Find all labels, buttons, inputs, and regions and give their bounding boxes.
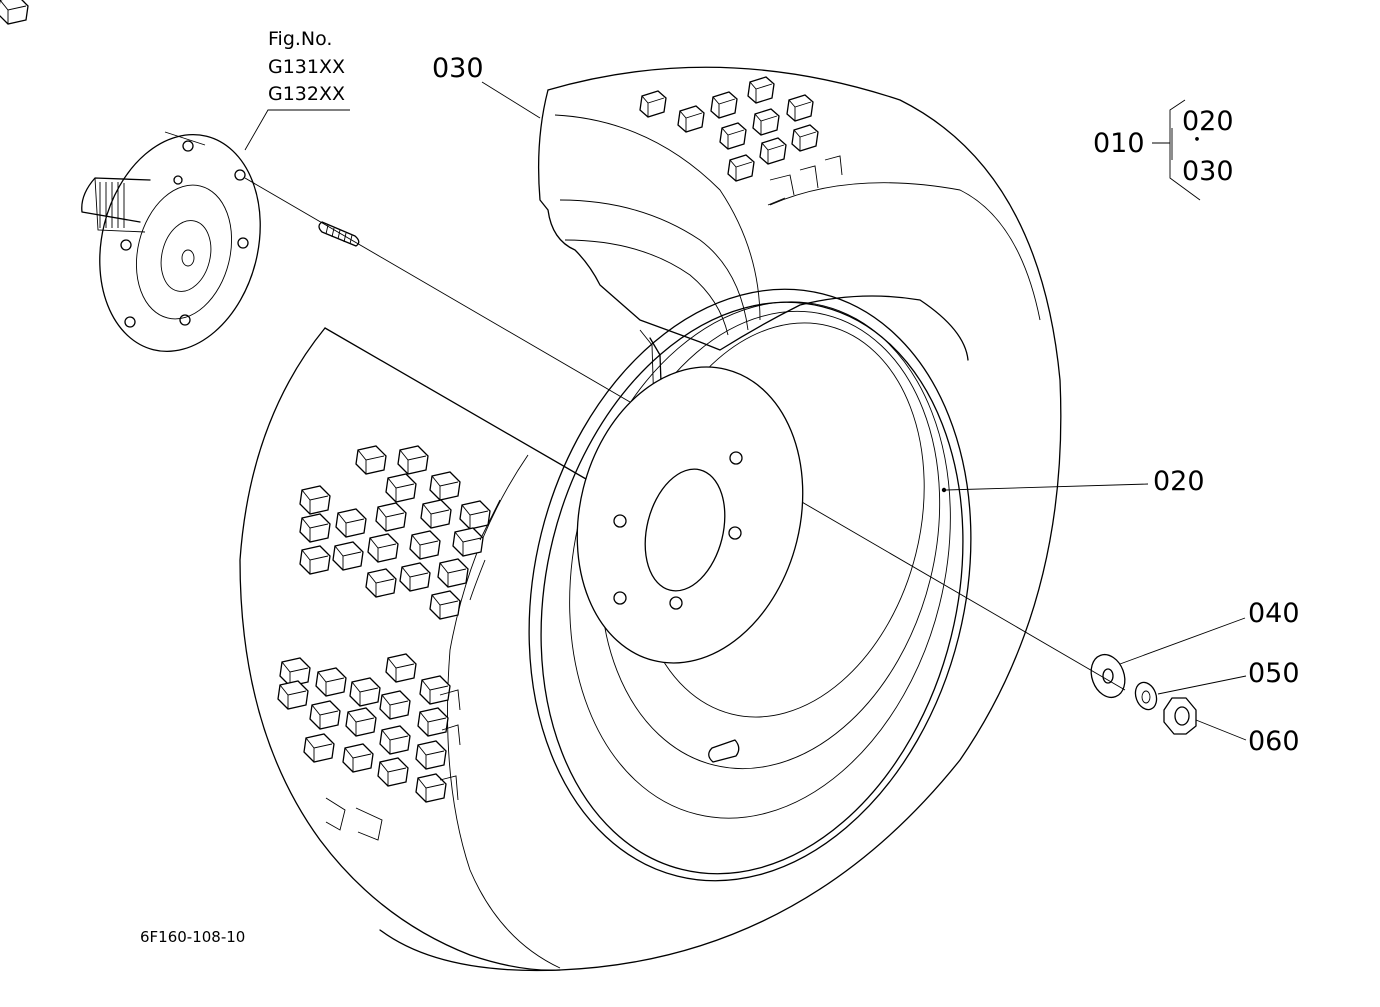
callout-010: 010	[1093, 128, 1145, 159]
washer-040	[1090, 653, 1126, 699]
tread-lugs-front	[0, 0, 501, 841]
drawing-code: 6F160-108-10	[140, 928, 246, 946]
callout-group-020: 020	[1182, 106, 1234, 137]
callout-060: 060	[1248, 726, 1300, 757]
fig-no-label: Fig.No.	[268, 28, 333, 50]
callout-050: 050	[1248, 658, 1300, 689]
callout-group-separator: ・	[1188, 130, 1206, 151]
valve-stem	[708, 739, 740, 763]
callout-020: 020	[1153, 466, 1205, 497]
wheel-stud	[318, 221, 360, 247]
spring-washer-050	[1134, 681, 1158, 711]
rim-wheel	[528, 288, 972, 882]
fig-number-1: G131XX	[268, 56, 346, 78]
callout-group-030: 030	[1182, 156, 1234, 187]
nut-060	[1163, 697, 1197, 735]
leader-lines	[244, 81, 1247, 741]
axle-hub-flange	[81, 131, 261, 353]
callout-030: 030	[432, 53, 484, 84]
fig-number-2: G132XX	[268, 83, 346, 105]
callout-040: 040	[1248, 598, 1300, 629]
